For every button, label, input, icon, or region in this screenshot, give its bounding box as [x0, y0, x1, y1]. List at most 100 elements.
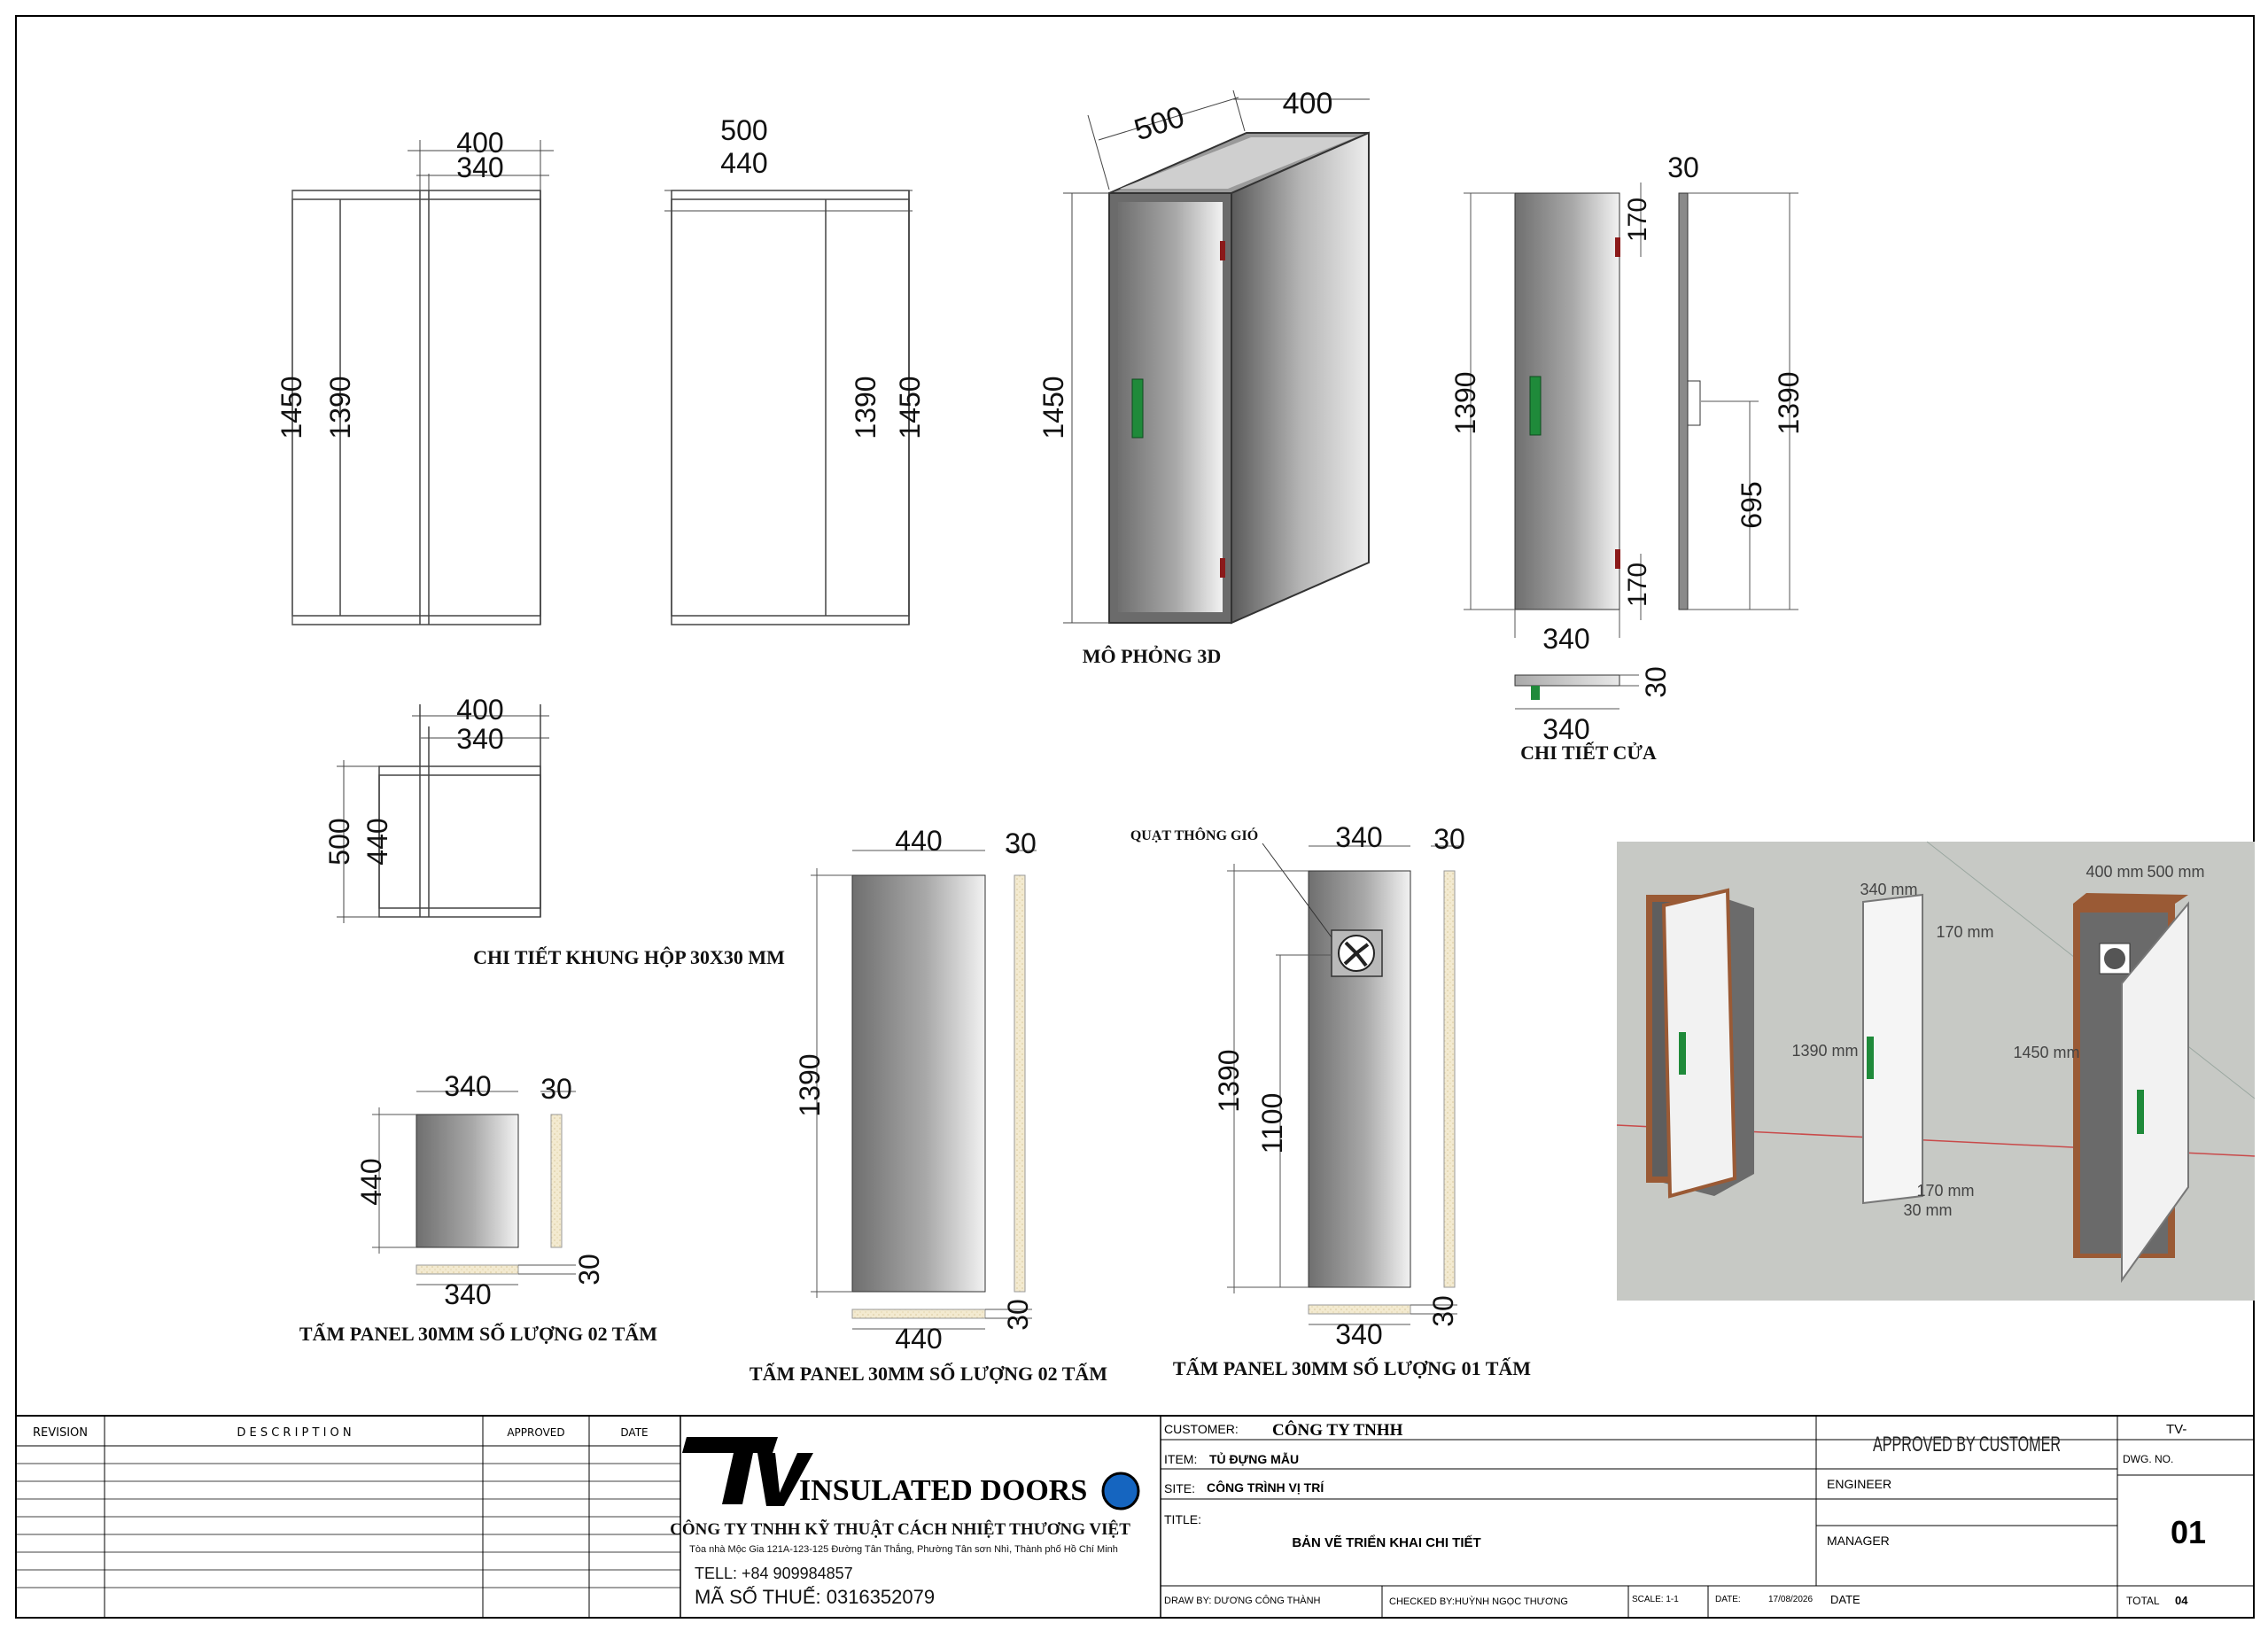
- logo-text: INSULATED DOORS: [799, 1474, 1087, 1507]
- dim-panel-back-h: 1390: [1213, 1049, 1245, 1112]
- dim-3d-height: 1450: [1037, 376, 1069, 439]
- dim-door-h2: 1390: [1773, 371, 1805, 434]
- dwg-no: 01: [2171, 1514, 2206, 1550]
- dim-door-w: 340: [1542, 623, 1589, 655]
- company-name: CÔNG TY TNHH KỸ THUẬT CÁCH NHIỆT THƯƠNG …: [670, 1519, 1130, 1539]
- caption-box-frame: CHI TIẾT KHUNG HỘP 30X30 MM: [473, 946, 785, 968]
- caption-panel-back: TẤM PANEL 30MM SỐ LƯỢNG 01 TẤM: [1173, 1357, 1531, 1379]
- dim-door-h: 1390: [1449, 371, 1481, 434]
- dim-frame-side-w-inner: 440: [720, 147, 767, 179]
- item-label: ITEM:: [1164, 1452, 1197, 1466]
- dim-panel-back-plan-w: 340: [1335, 1318, 1382, 1350]
- dim-frame-front-h-outer: 1450: [276, 376, 307, 439]
- render-preview: [1616, 841, 2256, 1301]
- dim-door-top: 170: [1623, 198, 1652, 242]
- dim-panel-side-h: 1390: [794, 1053, 826, 1116]
- dim-panel-side-plan-w: 440: [895, 1323, 942, 1355]
- dim-panel-small-plan-thk: 30: [573, 1254, 605, 1285]
- dim-frame-side-h-outer: 1450: [894, 376, 926, 439]
- dim-panel-small-thk: 30: [540, 1073, 572, 1105]
- date2-label: DATE: [1830, 1593, 1860, 1606]
- panel-small: [372, 1091, 576, 1285]
- rev-header-approved: APPROVED: [507, 1426, 564, 1439]
- tv-label: TV-: [2166, 1422, 2186, 1437]
- dim-3d-width: 400: [1283, 87, 1333, 120]
- panel-back: [1227, 843, 1462, 1325]
- rev-header-revision: REVISION: [33, 1426, 88, 1440]
- title-block: [15, 1415, 2255, 1619]
- render-dim-8: 1450 mm: [2013, 1044, 2079, 1061]
- total-value: 04: [2175, 1594, 2188, 1607]
- title-value: BẢN VẼ TRIỂN KHAI CHI TIẾT: [1292, 1534, 1480, 1550]
- dim-frame-front-w-outer: 400: [456, 127, 503, 159]
- render-dim-3: 1390 mm: [1791, 1042, 1858, 1060]
- caption-panel-side: TẤM PANEL 30MM SỐ LƯỢNG 02 TẤM: [750, 1363, 1107, 1385]
- render-dim-6: 400 mm: [2085, 863, 2143, 881]
- rev-header-date: DATE: [620, 1426, 648, 1439]
- total-label: TOTAL: [2126, 1595, 2160, 1607]
- render-dim-1: 340 mm: [1860, 881, 1917, 898]
- dwg-no-label: DWG. NO.: [2123, 1453, 2173, 1465]
- company-address: Tòa nhà Mộc Gia 121A-123-125 Đường Tân T…: [689, 1543, 1118, 1555]
- box-frame-top-view: [337, 704, 549, 923]
- manager-label: MANAGER: [1827, 1534, 1890, 1548]
- dim-door-thk: 30: [1667, 151, 1699, 183]
- dim-box-d-outer: 500: [323, 818, 355, 865]
- dim-panel-side-plan-thk: 30: [1002, 1299, 1034, 1331]
- dim-panel-small-w: 340: [444, 1070, 491, 1102]
- dim-panel-back-fan-h: 1100: [1256, 1093, 1288, 1154]
- dim-panel-side-w: 440: [895, 825, 942, 857]
- door-plan-view: [1514, 674, 1639, 710]
- dim-3d-depth: 500: [1130, 100, 1189, 148]
- frame-front-view: [291, 140, 554, 625]
- dim-frame-front-h-inner: 1390: [324, 376, 356, 439]
- render-dim-4: 170 mm: [1916, 1182, 1974, 1200]
- item-value: TỦ ĐỰNG MẪU: [1209, 1451, 1299, 1466]
- door-handle: [1529, 376, 1542, 436]
- company-tax: MÃ SỐ THUẾ: 0316352079: [695, 1585, 935, 1608]
- caption-door: CHI TIẾT CỬA: [1520, 742, 1657, 764]
- dim-door-mid: 695: [1736, 481, 1767, 528]
- render-dim-5: 30 mm: [1903, 1201, 1952, 1219]
- render-dim-7: 500 mm: [2147, 863, 2204, 881]
- panel-side: [811, 850, 1037, 1330]
- engineer-label: ENGINEER: [1827, 1477, 1891, 1491]
- dim-box-w-inner: 340: [456, 723, 503, 755]
- dim-panel-back-w: 340: [1335, 821, 1382, 853]
- dim-door-plan-w: 340: [1542, 713, 1589, 745]
- sim-3d-view: [1063, 89, 1370, 625]
- date-value: 17/08/2026: [1768, 1595, 1813, 1604]
- render-dim-2: 170 mm: [1936, 923, 1993, 941]
- customer-value: CÔNG TY TNHH: [1272, 1420, 1403, 1440]
- dim-box-d-inner: 440: [361, 818, 393, 865]
- draw-by: DRAW BY: DƯƠNG CÔNG THÀNH: [1164, 1595, 1321, 1606]
- company-logo: [682, 1437, 1140, 1511]
- dim-panel-back-plan-thk: 30: [1427, 1295, 1459, 1327]
- title-label: TITLE:: [1164, 1512, 1201, 1526]
- label-fan: QUẠT THÔNG GIÓ: [1130, 827, 1258, 843]
- checked-by: CHECKED BY:HUỲNH NGỌC THƯƠNG: [1389, 1596, 1568, 1607]
- approved-by-customer: APPROVED BY CUSTOMER: [1873, 1433, 2061, 1456]
- caption-sim-3d: MÔ PHỎNG 3D: [1083, 645, 1221, 667]
- dim-door-bottom: 170: [1623, 563, 1652, 607]
- site-value: CÔNG TRÌNH VỊ TRÍ: [1207, 1480, 1324, 1495]
- dim-panel-side-thk: 30: [1005, 827, 1037, 859]
- site-label: SITE:: [1164, 1481, 1195, 1495]
- dim-panel-back-thk: 30: [1433, 823, 1465, 855]
- dim-panel-small-plan-w: 340: [444, 1278, 491, 1310]
- fan-icon: [1331, 929, 1383, 977]
- caption-panel-small: TẤM PANEL 30MM SỐ LƯỢNG 02 TẤM: [299, 1323, 657, 1345]
- customer-label: CUSTOMER:: [1164, 1422, 1239, 1436]
- dim-frame-side-h-inner: 1390: [850, 376, 882, 439]
- door-side-view: [1678, 192, 1798, 610]
- scale: SCALE: 1-1: [1632, 1595, 1679, 1604]
- date-label: DATE:: [1715, 1595, 1741, 1604]
- rev-header-description: D E S C R I P T I O N: [237, 1426, 351, 1440]
- company-tel: TELL: +84 909984857: [695, 1565, 853, 1582]
- sim-3d-handle: [1131, 378, 1144, 439]
- door-front-view: [1464, 183, 1642, 638]
- dim-box-w-outer: 400: [456, 694, 503, 726]
- dim-frame-side-w-outer: 500: [720, 114, 767, 146]
- frame-side-view: [664, 190, 913, 625]
